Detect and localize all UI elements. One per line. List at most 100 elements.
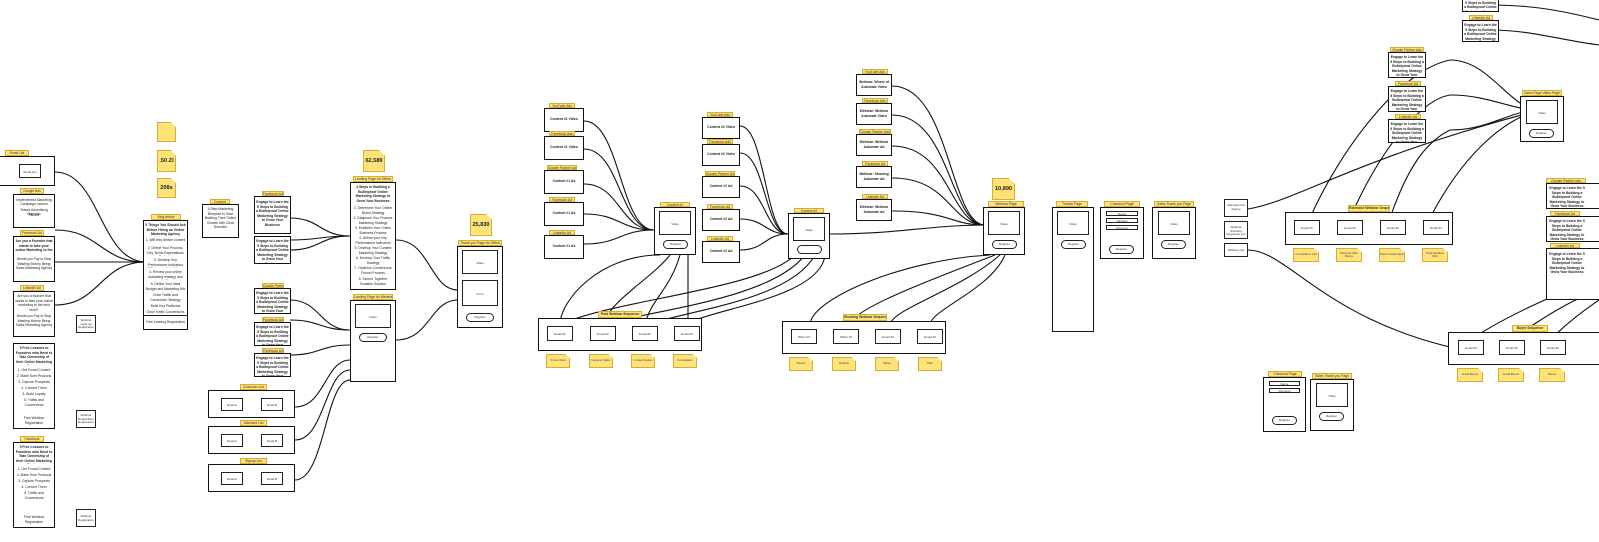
facebook-ad-node[interactable]: Engage to Learn the 5 Steps to Building …: [254, 322, 291, 346]
facebook-ads-node[interactable]: Content #1 Video: [544, 136, 584, 160]
google-partner-ads-node[interactable]: Webinar: Webinar Automate Ad: [856, 134, 892, 156]
webinar-list-mini[interactable]: Webinar List: [1224, 243, 1248, 257]
sequence-email[interactable]: Email #4: [917, 329, 943, 344]
customer-list-node[interactable]: Email A Email B: [208, 390, 295, 418]
google-partner-ads-node[interactable]: Content #1 Ad: [544, 170, 584, 194]
video-frame[interactable]: Video: [1526, 100, 1558, 124]
sequence-email[interactable]: Offers #1: [791, 329, 817, 344]
showing-webinar-sequence[interactable]: Offers #1 Offers #2 Email #3 Email #4: [782, 321, 946, 354]
facebook-ads-node[interactable]: Webinar: Webinar Automate Video: [856, 103, 892, 125]
facebook-ad-node[interactable]: Content #2 Ad: [702, 209, 740, 231]
sales-thank-you-node[interactable]: Video Register: [1310, 379, 1354, 431]
signup-list-node[interactable]: Email A Email B: [208, 464, 295, 492]
webinar-email-node[interactable]: 5 Free Lessons to Founders who Need to T…: [13, 343, 55, 429]
register-button[interactable]: Register: [359, 333, 387, 342]
webinar-registration-mini[interactable]: Webinar Registration Registration: [76, 410, 96, 428]
checkout-field[interactable]: Address: [1106, 218, 1138, 223]
linkedin-ad-node[interactable]: Engage to Learn the 5 Steps to Building …: [1546, 248, 1599, 300]
video-frame[interactable]: Video: [1316, 383, 1348, 407]
checkout-field[interactable]: Name: [1269, 381, 1300, 386]
video-frame[interactable]: Video: [793, 217, 825, 241]
sequence-email[interactable]: Email #3: [1380, 220, 1406, 235]
sales-page-node[interactable]: Video Register: [1520, 96, 1564, 142]
checkout-page-node[interactable]: Name Address Payment Register: [1100, 207, 1144, 259]
checkout-page-node[interactable]: Name Payment Register: [1263, 377, 1306, 432]
youtube-ads-node[interactable]: Webinar: Where of Automate Video: [856, 74, 892, 96]
webinar-page-node[interactable]: Video Register: [983, 207, 1025, 255]
google-partner-ads-node[interactable]: Engage to Learn the 5 Steps to Building …: [1546, 183, 1599, 209]
sequence-email[interactable]: Email #2: [590, 326, 616, 341]
facebook-ad-node[interactable]: Engage to Learn the 5 Steps to Building …: [254, 353, 291, 377]
sequence-email[interactable]: Email #1: [547, 326, 573, 341]
register-button[interactable]: Register: [1109, 245, 1134, 254]
linkedin-ad-node[interactable]: Engage to Learn the 5 Steps to Building …: [1462, 20, 1499, 42]
checkout-field[interactable]: Name: [1106, 211, 1138, 216]
content-1-node[interactable]: Video Register: [654, 207, 696, 255]
attended-list-mini[interactable]: Attended List Signup: [1224, 199, 1248, 217]
sequence-email[interactable]: Email #2: [1499, 340, 1525, 355]
register-button[interactable]: Register: [1272, 416, 1297, 425]
sequence-email[interactable]: Email #3: [632, 326, 658, 341]
facebook-ad-node[interactable]: Engage to Learn the 5 Steps to Building …: [1546, 216, 1599, 242]
sequence-email[interactable]: Email #4: [1423, 220, 1449, 235]
landing-page-webinar-node[interactable]: Video Register: [350, 300, 396, 382]
sequence-email[interactable]: Email #4: [674, 326, 700, 341]
register-button[interactable]: [797, 245, 822, 254]
video-frame[interactable]: Video: [659, 211, 691, 235]
facebook-ads-node[interactable]: Content #2 Video: [702, 144, 740, 166]
sequence-email[interactable]: Email #3: [1540, 340, 1566, 355]
sequence-email[interactable]: Email #1: [1294, 220, 1320, 235]
video-frame[interactable]: Video: [355, 304, 391, 328]
google-partner-ads-node[interactable]: Engage to Learn the 5 Steps to Building …: [254, 288, 291, 314]
facebook-ads-node[interactable]: Engage to Learn the 5 Steps to Building …: [254, 196, 291, 234]
video-frame[interactable]: Video: [462, 250, 498, 274]
linkedin-ad-node[interactable]: Are you a founder that wants to take you…: [13, 291, 55, 337]
sales-thank-you-node[interactable]: Video Register: [1152, 207, 1196, 259]
register-button[interactable]: Register: [663, 240, 688, 249]
extended-webinar-sequence[interactable]: Email #1 Email #2 Email #3 Email #4: [1285, 212, 1453, 245]
thanks-page-node[interactable]: Video Register: [1052, 207, 1094, 332]
post-webinar-sequence[interactable]: Email #1 Email #2 Email #3 Email #4: [538, 318, 702, 351]
video-frame[interactable]: Video: [1057, 211, 1089, 235]
facebook-ad-node[interactable]: Engage to Learn the 5 Steps to Building …: [1462, 0, 1499, 12]
sequence-email[interactable]: Email #3: [875, 329, 901, 344]
facebook-lessons-node[interactable]: 5 Free Lessons to Founders who Need to T…: [13, 442, 55, 528]
sequence-email[interactable]: Email #1: [1458, 340, 1484, 355]
email-list-node[interactable]: Email List: [0, 156, 55, 186]
google-ads-node[interactable]: Engage to Learn the 5 Steps to Building …: [254, 236, 291, 264]
linkedin-ad-node[interactable]: Content #2 Ad: [702, 241, 740, 263]
linkedin-ad-node[interactable]: Engage to Learn the 5 Steps to Building …: [1388, 119, 1426, 143]
register-button[interactable]: Register: [992, 240, 1017, 249]
video-frame[interactable]: Video: [1158, 211, 1190, 235]
buyer-sequence[interactable]: Email #1 Email #2 Email #3: [1448, 332, 1599, 365]
register-button[interactable]: Register: [466, 313, 494, 322]
youtube-ads-node[interactable]: Content #1 Video: [544, 108, 584, 132]
google-ads-node[interactable]: Implemented Marketing Campaign Launch Te…: [13, 194, 55, 228]
linkedin-ad-node[interactable]: Content #1 Ad: [544, 235, 584, 259]
google-partner-ads-node[interactable]: Engage to Learn the 5 Steps to Building …: [1388, 52, 1426, 78]
facebook-ad-node[interactable]: Content #1 Ad: [544, 202, 584, 226]
checkout-field[interactable]: Payment: [1269, 388, 1300, 393]
webinar-registration-mini[interactable]: Webinar Registration: [76, 509, 96, 527]
google-partner-ads-node[interactable]: Content #2 Ad: [702, 176, 740, 198]
register-button[interactable]: Register: [1161, 240, 1186, 249]
video-frame[interactable]: Video: [988, 211, 1020, 235]
landing-page-offers-node[interactable]: 4 Steps to Building a Bulletproof Online…: [350, 182, 396, 290]
facebook-ad-node[interactable]: Are you a Founder that wants to take you…: [13, 236, 55, 282]
linkedin-ad-node[interactable]: Webinar: Webinar Automate Ad: [856, 199, 892, 221]
content-node[interactable]: 5-Step Marketing Blueprint to Start Buil…: [202, 204, 239, 238]
register-button[interactable]: Register: [1529, 129, 1554, 138]
facebook-ad-node[interactable]: Webinar: Showing Automate Ad: [856, 166, 892, 188]
facebook-ad-node[interactable]: Engage to Learn the 5 Steps to Building …: [1388, 86, 1426, 112]
youtube-ads-node[interactable]: Content #2 Video: [702, 117, 740, 139]
attended-list-node[interactable]: Email A Email B: [208, 426, 295, 454]
sequence-email[interactable]: Email #2: [1337, 220, 1363, 235]
checkout-field[interactable]: Payment: [1106, 225, 1138, 230]
blog-article-node[interactable]: 5 Things You Should Ask Before Hiring an…: [143, 220, 188, 330]
form-frame[interactable]: Form: [462, 280, 498, 306]
webinar-sequence-list-mini[interactable]: Webinar Showing Sequence List: [1224, 221, 1248, 239]
sequence-email[interactable]: Offers #2: [833, 329, 859, 344]
register-button[interactable]: Register: [1061, 240, 1086, 249]
webinar-lead-mini[interactable]: Webinar Lead ad Registration: [76, 315, 96, 333]
thank-you-offers-node[interactable]: Video Form Register: [457, 246, 503, 328]
